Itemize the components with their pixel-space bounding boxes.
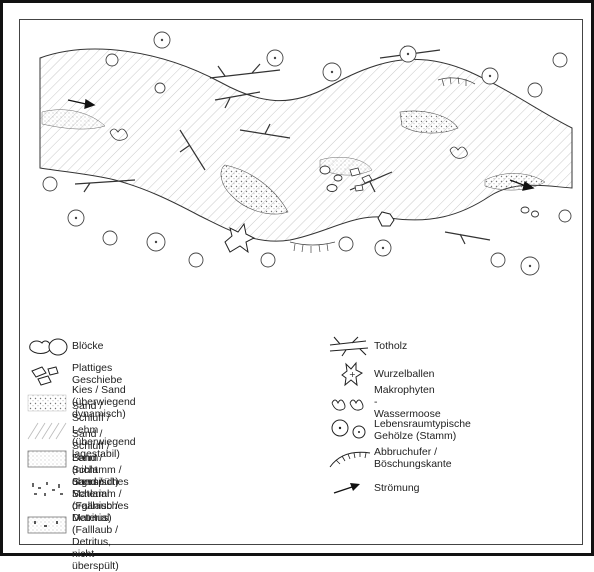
- plate-gravel: [354, 184, 364, 192]
- legend-label: Sand / Schluff / Lehm (nicht überspült): [72, 428, 119, 488]
- water-moss: [449, 146, 468, 159]
- gravel-sand-icon: [27, 394, 67, 412]
- deadwood: [179, 129, 206, 171]
- legend-item-deadwood: Totholz: [326, 326, 407, 366]
- river-map: [39, 31, 573, 276]
- plate-gravel-icon: [31, 366, 59, 386]
- tree-trunk: [105, 53, 119, 67]
- tree-trunk-icon: [331, 419, 366, 439]
- legend-item-flow: Strömung: [326, 468, 420, 508]
- water-moss: [109, 128, 128, 141]
- tree-trunk: [154, 82, 166, 94]
- boulder: [333, 174, 343, 182]
- flow-arrow-icon: [333, 483, 360, 494]
- legend-label: Makrophyten - Wassermoose: [374, 384, 441, 420]
- deadwood: [239, 123, 291, 139]
- legend-item-gravel-sand: Kies / Sand (überwiegend dynamisch): [24, 382, 136, 422]
- sludge-organic-dry-icon: [27, 516, 67, 534]
- legend-item-sand-silt-stable: Sand / Schluff / Lehm (überwiegend lages…: [24, 400, 136, 460]
- tree-trunk: [260, 252, 276, 268]
- legend-label: Lebensraumtypische Gehölze (Stamm): [374, 418, 471, 442]
- legend-label: Abbruchufer / Böschungskante: [374, 446, 452, 470]
- boulder: [326, 184, 338, 192]
- sand-silt-stable-icon: [27, 422, 67, 440]
- deadwood-icon: [329, 336, 369, 357]
- sand-silt-dry-icon: [27, 450, 67, 468]
- legend-label: Kies / Sand (überwiegend dynamisch): [72, 384, 136, 420]
- legend-label: Sand / Schluff / Lehm (überwiegend lages…: [72, 400, 136, 460]
- bank-edge-icon: [329, 451, 371, 468]
- gravel-bank: [399, 110, 459, 134]
- legend-label: Sand / Schlamm / organisches Material (F…: [72, 476, 129, 572]
- legend-label: Strömung: [374, 482, 420, 494]
- tree-trunk: [338, 236, 354, 252]
- legend-item-water-moss: Makrophyten - Wassermoose: [326, 382, 441, 422]
- root-ball: [377, 211, 395, 227]
- legend-item-tree-trunk: Lebensraumtypische Gehölze (Stamm): [326, 410, 471, 450]
- legend-item-sludge-organic-dry: Sand / Schlamm / organisches Material (F…: [24, 476, 129, 572]
- plate-gravel: [349, 167, 361, 177]
- tree-trunk: [558, 209, 572, 223]
- plate-gravel: [361, 174, 373, 184]
- deadwood: [209, 63, 281, 79]
- sludge-organic-icon: [32, 482, 63, 496]
- water-moss-icon: [331, 399, 364, 411]
- legend-item-bank-edge: Abbruchufer / Böschungskante: [326, 438, 452, 478]
- tree-trunk: [552, 52, 568, 68]
- tree-trunk: [527, 82, 543, 98]
- figure-panel: Blöcke Plattiges Geschiebe Kies / Sand (…: [19, 19, 583, 572]
- legend-label: Sand / Schlamm / organisches Material (F…: [72, 452, 129, 524]
- legend-item-sand-silt-dry: Sand / Schluff / Lehm (nicht überspült): [24, 428, 119, 488]
- flow-arrow: [509, 179, 535, 191]
- boulder-icon: [29, 338, 68, 356]
- bank-edge: [289, 241, 336, 246]
- flow-arrow: [67, 98, 96, 109]
- tree-trunk: [42, 176, 58, 192]
- legend-label: Wurzelballen: [374, 368, 435, 380]
- legend-item-root-ball: + Wurzelballen: [326, 354, 435, 394]
- deadwood: [444, 231, 491, 245]
- legend-item-plate-gravel: Plattiges Geschiebe: [24, 354, 122, 394]
- deadwood: [74, 179, 136, 193]
- deadwood: [214, 91, 261, 109]
- legend-label: Blöcke: [72, 340, 104, 352]
- tree-trunk: [188, 252, 204, 268]
- boulder: [520, 206, 530, 214]
- gravel-bank: [41, 109, 106, 130]
- legend-label: Totholz: [374, 340, 408, 352]
- boulder: [319, 165, 331, 175]
- bank-edge: [437, 77, 476, 85]
- root-ball: [224, 222, 256, 254]
- boulder: [531, 210, 539, 218]
- svg-text:+: +: [349, 370, 356, 379]
- tree-trunk: [490, 252, 506, 268]
- gravel-bank: [220, 164, 289, 215]
- legend-item-boulders: Blöcke: [24, 326, 104, 366]
- legend-item-sludge-organic: Sand / Schlamm / organisches Material (F…: [24, 452, 129, 524]
- legend-label: Plattiges Geschiebe: [72, 362, 123, 386]
- root-ball-icon: +: [341, 361, 363, 387]
- tree-trunk: [102, 230, 118, 246]
